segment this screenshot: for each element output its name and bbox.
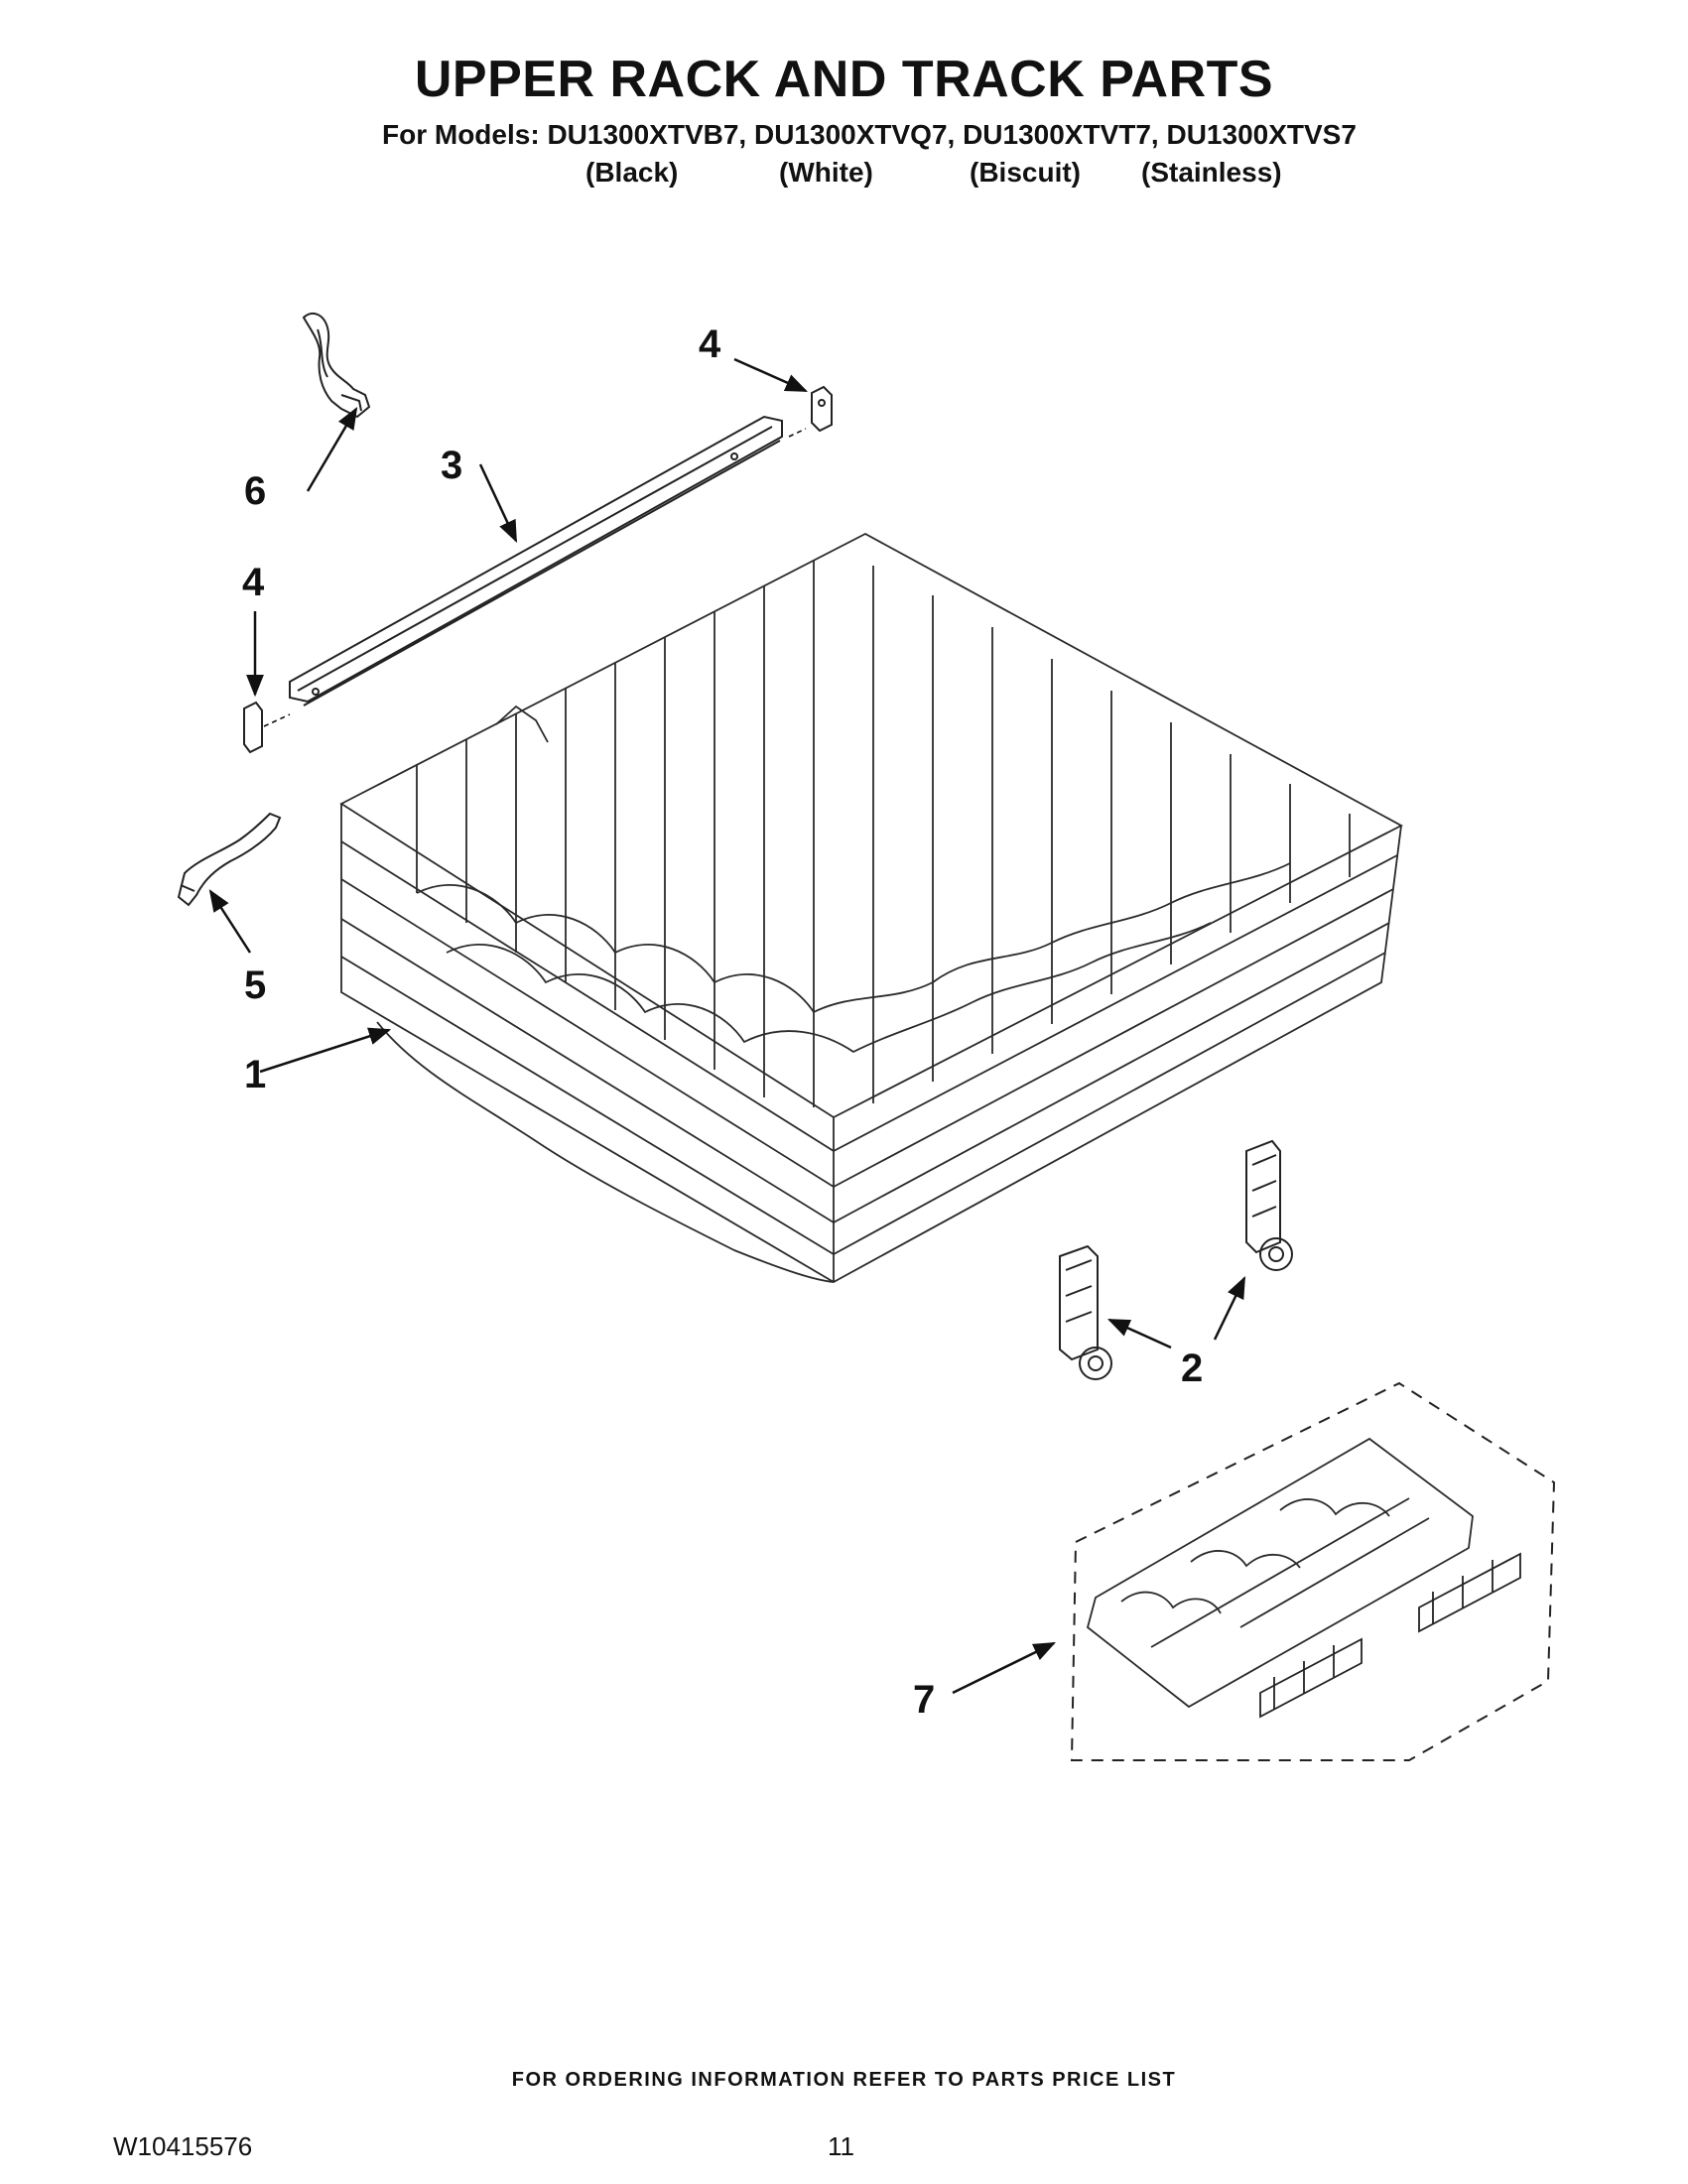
callout-1: 1 [244,1053,266,1096]
callout-6: 6 [244,469,266,513]
part-4-end-cap-left [243,701,263,754]
part-1-upper-rack [339,532,1403,1284]
models-line: For Models: DU1300XTVB7, DU1300XTVQ7, DU… [382,119,1357,150]
color-label-black: (Black) [585,157,679,188]
callout-4-left: 4 [242,561,265,604]
color-label-white: (White) [779,157,873,188]
part-2-wheel-assembly-left [1059,1244,1112,1380]
callout-5: 5 [244,964,266,1007]
callout-7: 7 [913,1678,935,1722]
page-number: 11 [828,2131,854,2161]
callout-2: 2 [1181,1347,1203,1390]
part-2-wheel-assembly-right [1245,1139,1293,1271]
callout-3: 3 [441,444,462,487]
part-3-track-rail [289,415,783,707]
page-title: UPPER RACK AND TRACK PARTS [414,51,1274,108]
color-label-stainless: (Stainless) [1141,157,1282,188]
part-7-clip-set-left [1259,1637,1363,1719]
part-6-clip [302,312,371,419]
part-7-kit-outline [1070,1381,1556,1761]
part-7-shelf [1086,1437,1474,1709]
document-number: W10415576 [113,2131,253,2161]
part-5-rack-stop [177,812,282,907]
part-7-clip-set-right [1418,1552,1521,1633]
part-4-end-cap-top [811,385,833,433]
color-label-biscuit: (Biscuit) [970,157,1081,188]
ordering-note: FOR ORDERING INFORMATION REFER TO PARTS … [511,2069,1177,2091]
callout-4-top: 4 [699,322,721,366]
